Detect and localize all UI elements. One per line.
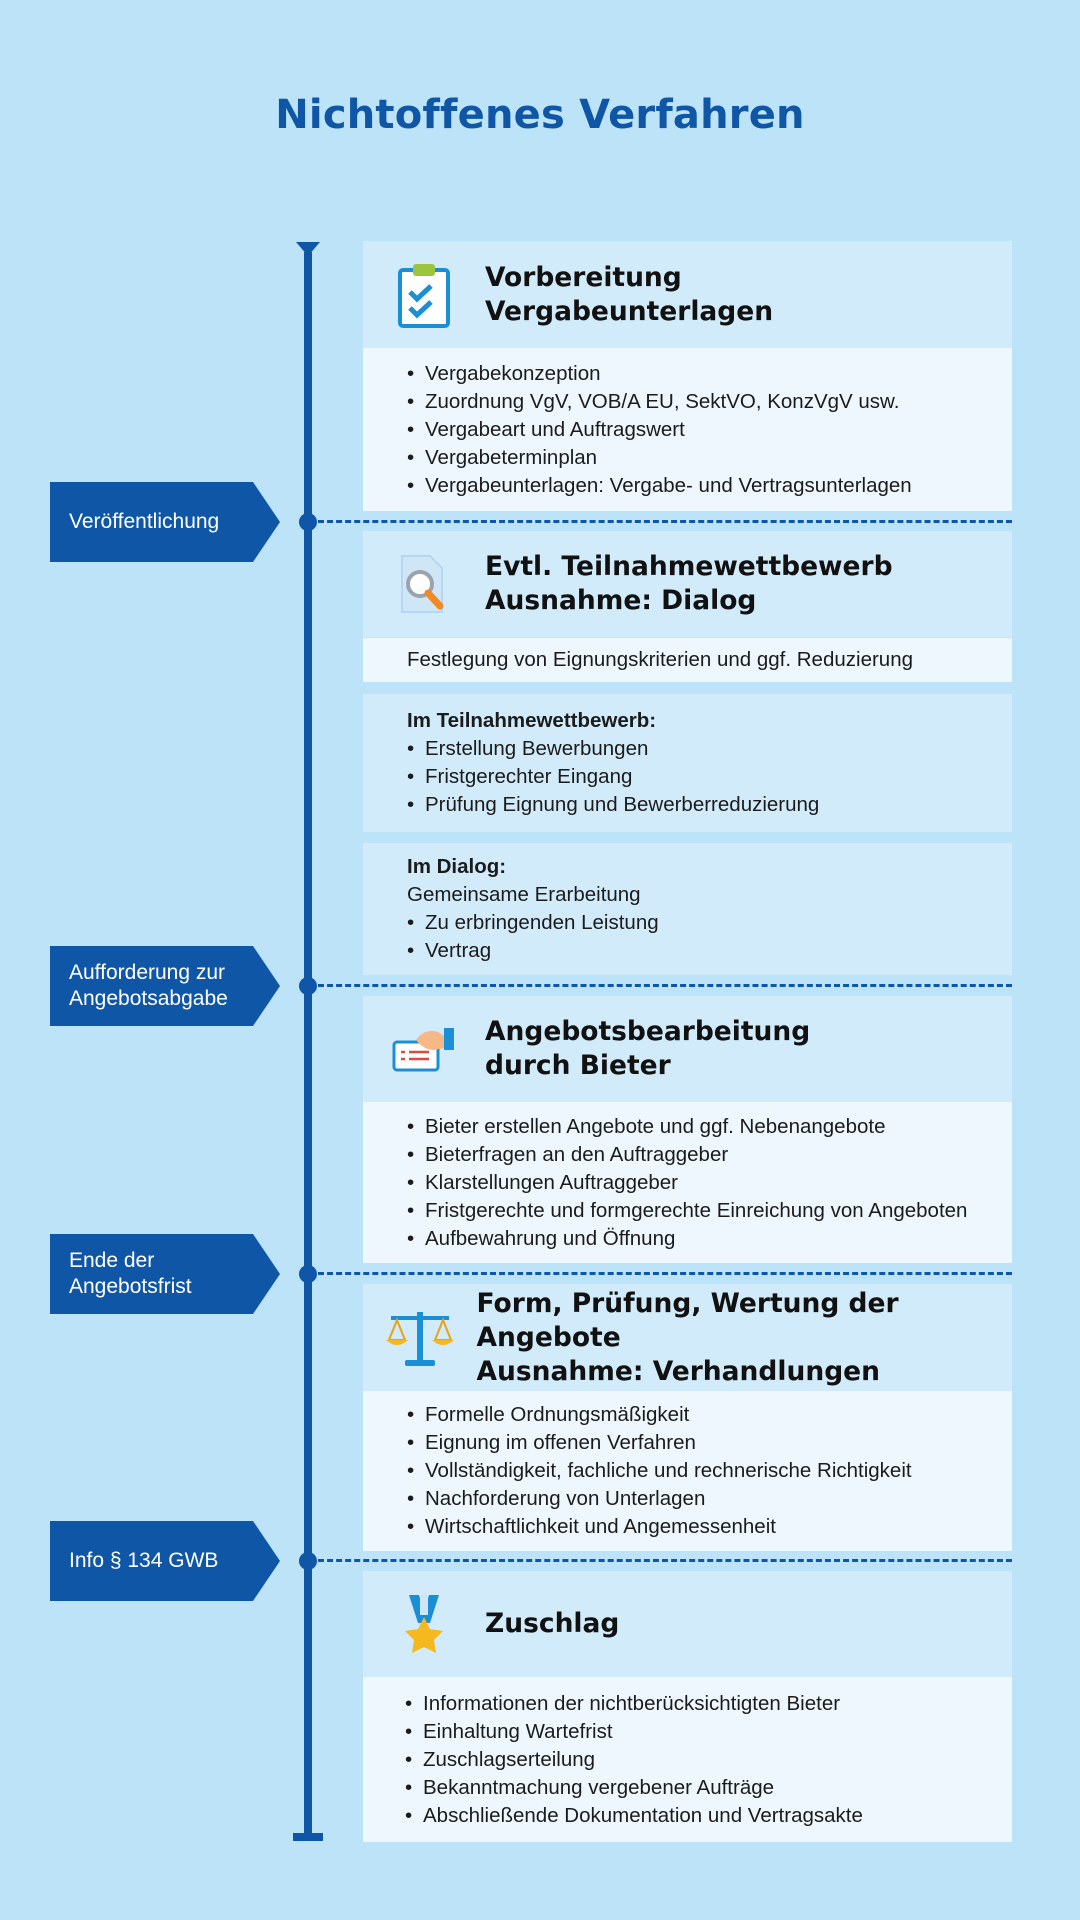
hand-document-icon <box>363 996 485 1102</box>
milestone-dot <box>299 977 317 995</box>
milestone-dashed-line <box>318 1272 1012 1275</box>
list-item: Aufbewahrung und Öffnung <box>407 1225 1012 1253</box>
milestone-marker-veroeffentlichung: Veröffentlichung <box>50 482 280 562</box>
list-item: Prüfung Eignung und Bewerberreduzierung <box>407 791 1012 819</box>
list-item: Eignung im offenen Verfahren <box>407 1429 1012 1457</box>
clipboard-check-icon <box>363 241 485 348</box>
step-teilnahmewettbewerb-note: Festlegung von Eignungskriterien und ggf… <box>363 638 1012 682</box>
list-item: Bieterfragen an den Auftraggeber <box>407 1141 1012 1169</box>
list-item: Erstellung Bewerbungen <box>407 735 1012 763</box>
list-item: Abschließende Dokumentation und Vertrags… <box>405 1802 1012 1830</box>
timeline-end-cap <box>293 1833 323 1841</box>
teilnahmewettbewerb-block: Im Teilnahmewettbewerb: Erstellung Bewer… <box>363 694 1012 832</box>
list-item: Zuschlagserteilung <box>405 1746 1012 1774</box>
block-heading: Im Dialog: <box>407 855 507 878</box>
list-item: Informationen der nichtberücksichtigten … <box>405 1690 1012 1718</box>
note-text: Festlegung von Eignungskriterien und ggf… <box>407 648 913 671</box>
step-title: Vorbereitung Vergabeunterlagen <box>485 261 774 327</box>
list-item: Wirtschaftlichkeit und Angemessenheit <box>407 1513 1012 1541</box>
document-search-icon <box>363 531 485 637</box>
medal-star-icon <box>363 1571 485 1677</box>
list-item: Klarstellungen Auftraggeber <box>407 1169 1012 1197</box>
step-zuschlag-header: Zuschlag <box>363 1571 1012 1677</box>
step-angebotsbearbeitung-header: Angebotsbearbeitung durch Bieter <box>363 996 1012 1102</box>
list-item: Einhaltung Wartefrist <box>405 1718 1012 1746</box>
dialog-block: Im Dialog: Gemeinsame Erarbeitung Zu erb… <box>363 843 1012 975</box>
step-title: Zuschlag <box>485 1608 620 1639</box>
milestone-marker-aufforderung: Aufforderung zur Angebotsabgabe <box>50 946 280 1026</box>
step-vorbereitung-header: Vorbereitung Vergabeunterlagen <box>363 241 1012 348</box>
list-item: Bekanntmachung vergebener Aufträge <box>405 1774 1012 1802</box>
step-wertung-header: Form, Prüfung, Wertung der Angebote Ausn… <box>363 1284 1012 1391</box>
list-item: Fristgerechte und formgerechte Einreichu… <box>407 1197 1012 1225</box>
step-wertung-body: Formelle Ordnungsmäßigkeit Eignung im of… <box>363 1391 1012 1551</box>
milestone-dot <box>299 1265 317 1283</box>
step-zuschlag-body: Informationen der nichtberücksichtigten … <box>363 1677 1012 1842</box>
step-title: Angebotsbearbeitung durch Bieter <box>485 1016 811 1081</box>
step-angebotsbearbeitung-body: Bieter erstellen Angebote und ggf. Neben… <box>363 1102 1012 1263</box>
list-item: Vergabeunterlagen: Vergabe- und Vertrags… <box>407 472 1012 500</box>
step-title: Evtl. Teilnahmewettbewerb Ausnahme: Dial… <box>485 551 893 616</box>
list-item: Vollständigkeit, fachliche und rechneris… <box>407 1457 1012 1485</box>
list-item: Vergabeart und Auftragswert <box>407 416 1012 444</box>
list-item: Nachforderung von Unterlagen <box>407 1485 1012 1513</box>
list-item: Formelle Ordnungsmäßigkeit <box>407 1401 1012 1429</box>
timeline-start-arrow <box>296 242 320 256</box>
step-title: Form, Prüfung, Wertung der Angebote Ausn… <box>476 1287 899 1387</box>
list-item: Fristgerechter Eingang <box>407 763 1012 791</box>
scales-icon <box>363 1284 477 1391</box>
milestone-dashed-line <box>318 984 1012 987</box>
milestone-dot <box>299 513 317 531</box>
list-item: Vergabekonzeption <box>407 360 1012 388</box>
timeline-line <box>304 252 312 1836</box>
milestone-dot <box>299 1552 317 1570</box>
list-item: Vertrag <box>407 937 1012 965</box>
milestone-marker-angebotsfrist: Ende der Angebotsfrist <box>50 1234 280 1314</box>
list-item: Zu erbringenden Leistung <box>407 909 1012 937</box>
milestone-dashed-line <box>318 1559 1012 1562</box>
list-item: Vergabeterminplan <box>407 444 1012 472</box>
step-vorbereitung-body: Vergabekonzeption Zuordnung VgV, VOB/A E… <box>363 348 1012 511</box>
page-title: Nichtoffenes Verfahren <box>275 92 805 138</box>
milestone-marker-info-gwb: Info § 134 GWB <box>50 1521 280 1601</box>
block-heading: Im Teilnahmewettbewerb: <box>407 709 657 732</box>
milestone-dashed-line <box>318 520 1012 523</box>
list-item: Bieter erstellen Angebote und ggf. Neben… <box>407 1113 1012 1141</box>
block-line: Gemeinsame Erarbeitung <box>407 883 641 906</box>
step-teilnahmewettbewerb-header: Evtl. Teilnahmewettbewerb Ausnahme: Dial… <box>363 531 1012 637</box>
list-item: Zuordnung VgV, VOB/A EU, SektVO, KonzVgV… <box>407 388 1012 416</box>
